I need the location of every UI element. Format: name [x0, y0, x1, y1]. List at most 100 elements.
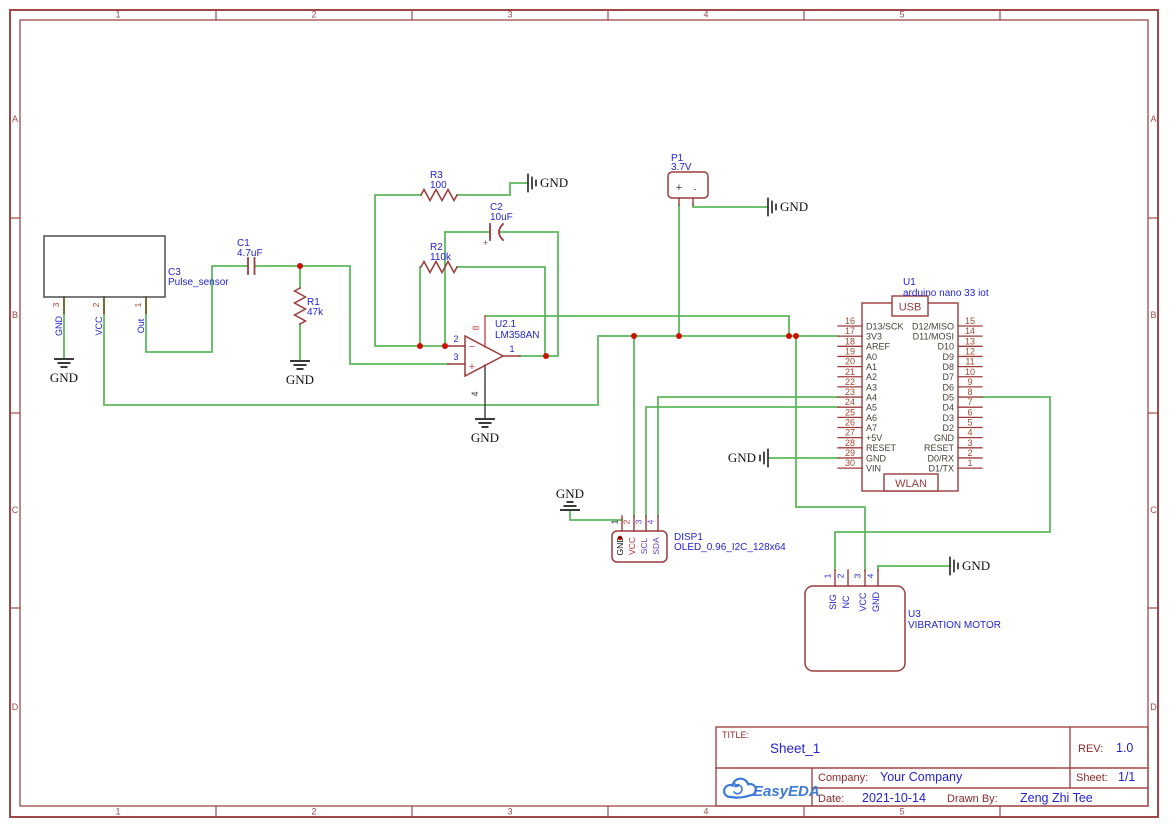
netlabel-gnd-r3: GND	[540, 175, 568, 190]
oled-body[interactable]	[611, 530, 668, 563]
wire-motor-gnd[interactable]	[877, 565, 951, 571]
arduino-pin-number: 1	[967, 458, 972, 468]
ground-symbol[interactable]	[560, 501, 580, 511]
sheet-outer-border	[9, 9, 1159, 818]
frame-column-label: 2	[311, 10, 316, 20]
wire-opamp-vplus[interactable]	[484, 315, 790, 337]
arduino-pin-number: 3	[967, 438, 972, 448]
wire-a4-sda[interactable]	[657, 396, 839, 517]
motor-pin-name: GND	[871, 592, 881, 613]
label-R2-ref: R2	[430, 242, 443, 253]
label-C1-value: 4.7uF	[237, 248, 263, 259]
arduino-pin-name: D0/RX	[927, 453, 954, 463]
ground-flag-symbol[interactable]	[949, 556, 959, 576]
ground-flag-symbol[interactable]	[767, 197, 777, 217]
wire-minus-input-r3[interactable]	[374, 194, 449, 347]
wire-r2-right[interactable]	[456, 266, 546, 357]
battery-P1[interactable]	[667, 171, 709, 199]
opamp-pin1-number: 1	[509, 344, 514, 354]
frame-column-label: 1	[115, 10, 120, 20]
arduino-pin-name: D10	[937, 342, 954, 352]
arduino-pin-name: D3	[942, 413, 954, 423]
arduino-usb-label: USB	[899, 302, 922, 314]
oled-pin-name: SDA	[651, 537, 661, 555]
wire-junction	[793, 333, 799, 339]
ground-symbol[interactable]	[290, 360, 310, 370]
ground-flag-symbol[interactable]	[527, 173, 537, 193]
resistor-R3[interactable]	[419, 187, 459, 203]
wire-junction	[676, 333, 682, 339]
arduino-pin-number: 26	[845, 418, 855, 428]
frame-row-label: D	[12, 702, 19, 712]
sheet-title-value[interactable]: Sheet_1	[770, 741, 820, 756]
label-P1-ref: P1	[671, 153, 684, 164]
label-P1-value: 3.7V	[671, 162, 692, 173]
wire-sensor-out[interactable]	[145, 265, 249, 353]
arduino-pin-name: D5	[942, 392, 954, 402]
arduino-pin-name: RESET	[924, 443, 955, 453]
arduino-pin-number: 16	[845, 316, 855, 326]
frame-column-label: 2	[311, 807, 316, 817]
capacitor-C1[interactable]	[247, 257, 256, 275]
opamp-U2.1[interactable]	[464, 334, 505, 378]
pulse-sensor-body[interactable]	[43, 235, 166, 298]
frame-row-label: B	[12, 310, 18, 320]
frame-column-label: 5	[899, 807, 904, 817]
title-label: TITLE:	[722, 730, 749, 740]
label-U3-ref: U3	[908, 609, 921, 620]
oled-pin-number: 4	[646, 519, 656, 524]
sensor-pin-number: 1	[133, 302, 143, 307]
easyeda-logo-arrow-icon	[732, 783, 743, 795]
wire-c1-to-plus-input[interactable]	[254, 265, 449, 365]
vibration-motor-body[interactable]	[804, 585, 906, 672]
wire-motor-vcc[interactable]	[795, 335, 866, 571]
rev-value[interactable]: 1.0	[1116, 741, 1133, 755]
date-value[interactable]: 2021-10-14	[862, 791, 926, 805]
capacitor-C2-polarized[interactable]	[498, 222, 505, 242]
drawn-by-label: Drawn By:	[947, 793, 998, 805]
battery-minus-mark: -	[694, 184, 697, 194]
netlabel-gnd-r1: GND	[286, 372, 314, 387]
arduino-pin-number: 10	[965, 367, 975, 377]
arduino-pin-number: 7	[967, 397, 972, 407]
wire-d5-sig[interactable]	[834, 396, 1051, 571]
wire-oled-gnd[interactable]	[569, 509, 623, 521]
wire-battery-minus[interactable]	[692, 204, 769, 208]
ground-symbol[interactable]	[475, 418, 495, 428]
drawn-by-value[interactable]: Zeng Zhi Tee	[1020, 791, 1093, 805]
label-R2-value: 110k	[430, 252, 452, 263]
resistor-R1[interactable]	[292, 286, 308, 326]
wire-r3-gnd[interactable]	[456, 182, 529, 196]
arduino-pin-number: 5	[967, 418, 972, 428]
motor-pin-name: NC	[841, 595, 851, 608]
frame-column-label: 3	[507, 807, 512, 817]
frame-column-label: 1	[115, 807, 120, 817]
wire-c2-left[interactable]	[444, 231, 491, 347]
opamp-pin2-number: 2	[453, 334, 458, 344]
arduino-pin-number: 11	[965, 357, 974, 367]
arduino-pin-number: 18	[845, 336, 855, 346]
company-value[interactable]: Your Company	[880, 770, 963, 784]
arduino-pin-name: AREF	[866, 342, 891, 352]
arduino-pin-name: D4	[942, 403, 954, 413]
wire-a5-scl[interactable]	[645, 406, 839, 517]
opamp-pin8-number: 8	[471, 325, 481, 330]
arduino-pin-name: D1/TX	[928, 464, 954, 474]
label-C1-ref: C1	[237, 238, 250, 249]
sheet-label: Sheet:	[1076, 772, 1108, 784]
ground-symbol[interactable]	[54, 358, 74, 368]
rev-label: REV:	[1078, 743, 1103, 755]
arduino-pin-name: VIN	[866, 464, 881, 474]
frame-column-label: 3	[507, 10, 512, 20]
netlabel-gnd-battery: GND	[780, 199, 808, 214]
wire-c2-right[interactable]	[499, 231, 559, 357]
sheet-value[interactable]: 1/1	[1118, 770, 1135, 784]
resistor-R2[interactable]	[419, 259, 459, 275]
sensor-pin-name: VCC	[94, 316, 104, 336]
ground-flag-symbol[interactable]	[759, 448, 769, 468]
arduino-pin-number: 28	[845, 438, 855, 448]
battery-plus-mark: +	[676, 182, 682, 194]
motor-pin-number: 2	[836, 573, 846, 578]
